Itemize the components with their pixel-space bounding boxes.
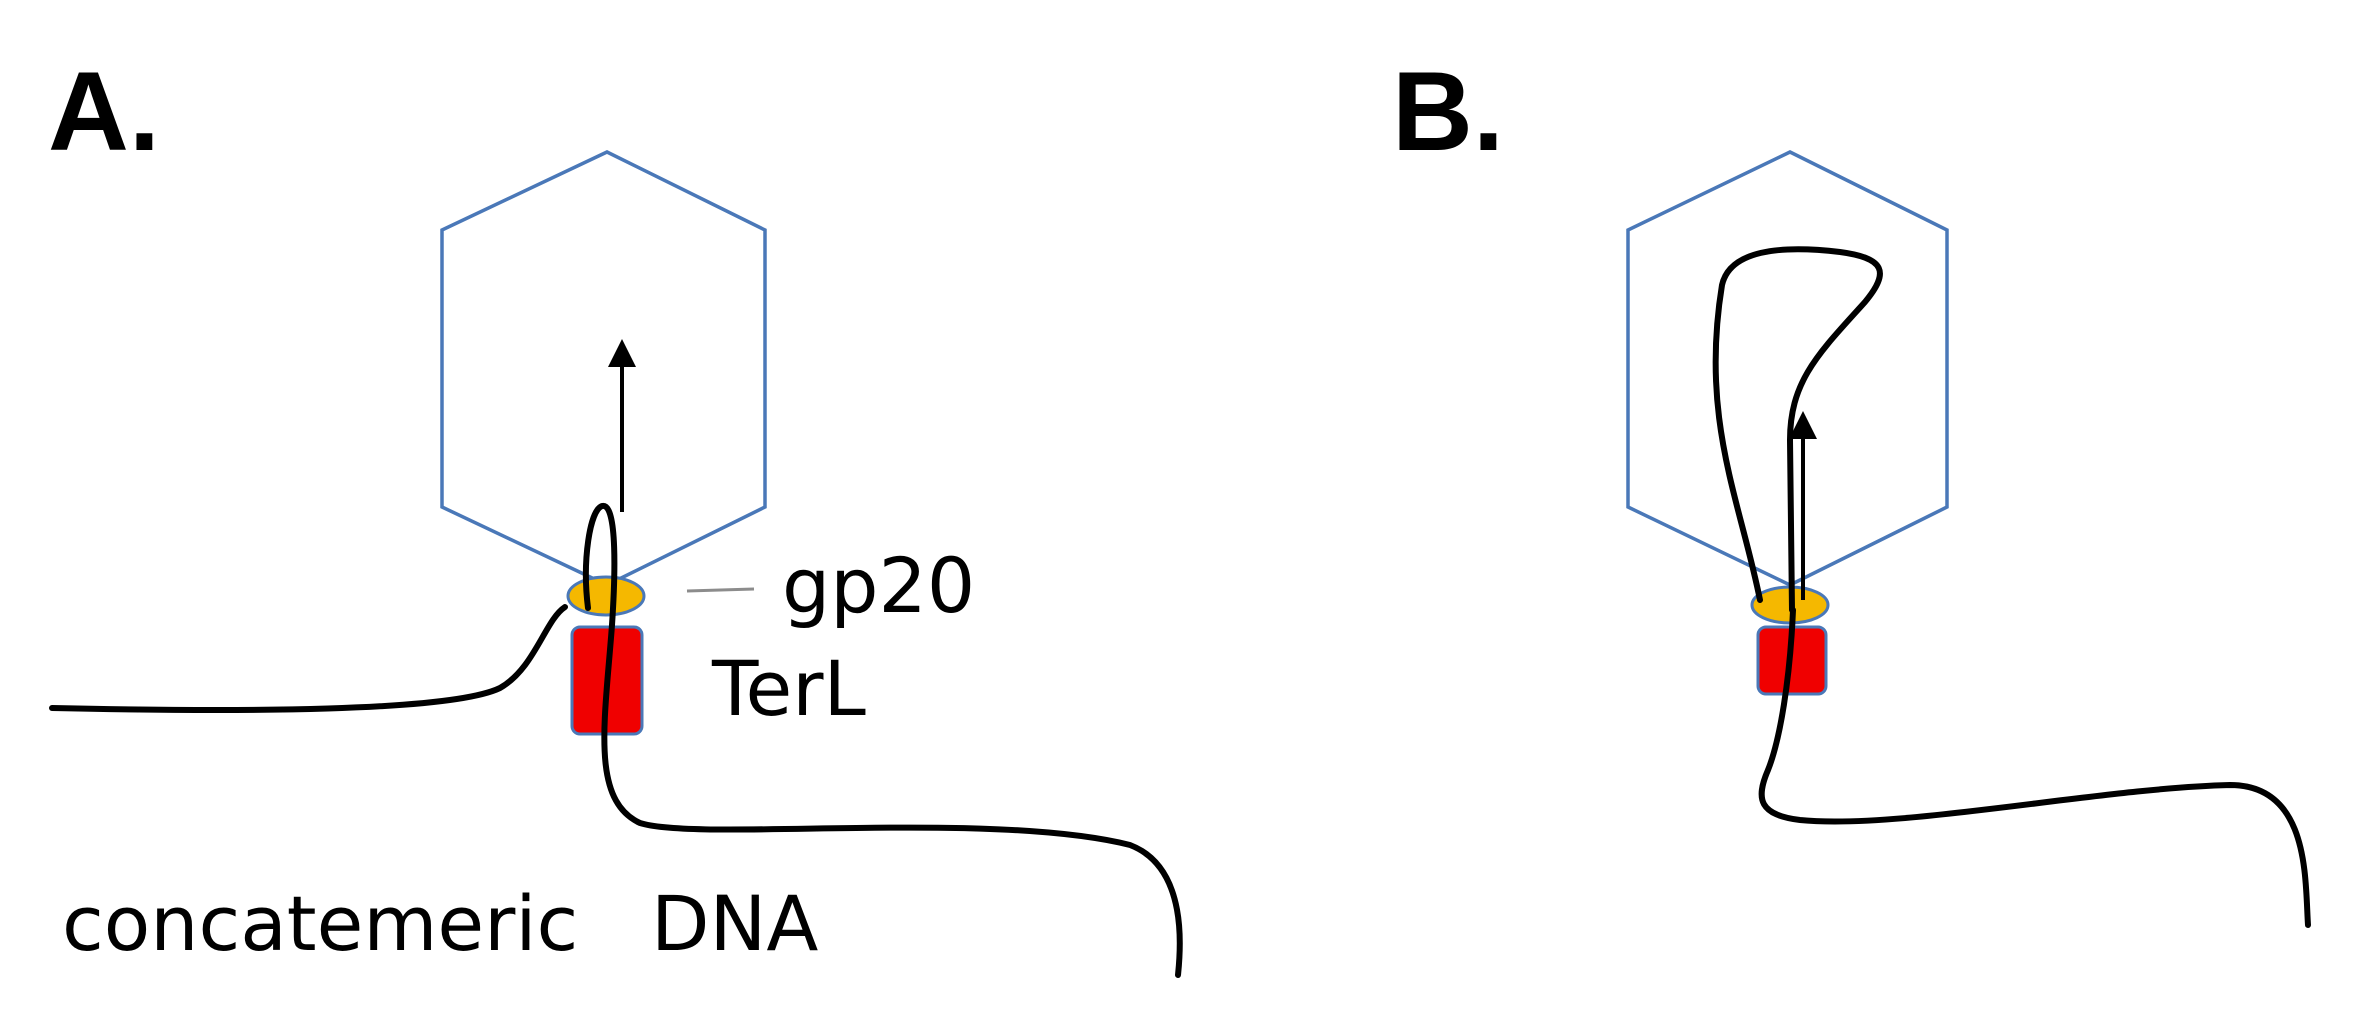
capsid-b [1626, 150, 1949, 587]
panel-b-label: B. [1392, 49, 1504, 174]
dna-loop-b [1712, 246, 1883, 613]
gp20-portal-a [566, 575, 646, 617]
dna-strand-loop-a [583, 503, 1183, 978]
gp20-leader-line [686, 587, 755, 593]
gp20-label: gp20 [782, 541, 975, 630]
panel-b: B. [1392, 49, 2311, 928]
dna-strand-left-a [49, 604, 568, 713]
terl-label: TerL [711, 644, 866, 733]
dna-label-word-2: DNA [651, 879, 818, 968]
dna-strand-exit-b [1758, 607, 2311, 928]
panel-a: A. gp20 TerL concatemeric DNA [48, 49, 1183, 978]
dna-label-word-1: concatemeric [62, 879, 578, 968]
capsid-a [440, 150, 767, 587]
panel-a-label: A. [48, 49, 160, 174]
